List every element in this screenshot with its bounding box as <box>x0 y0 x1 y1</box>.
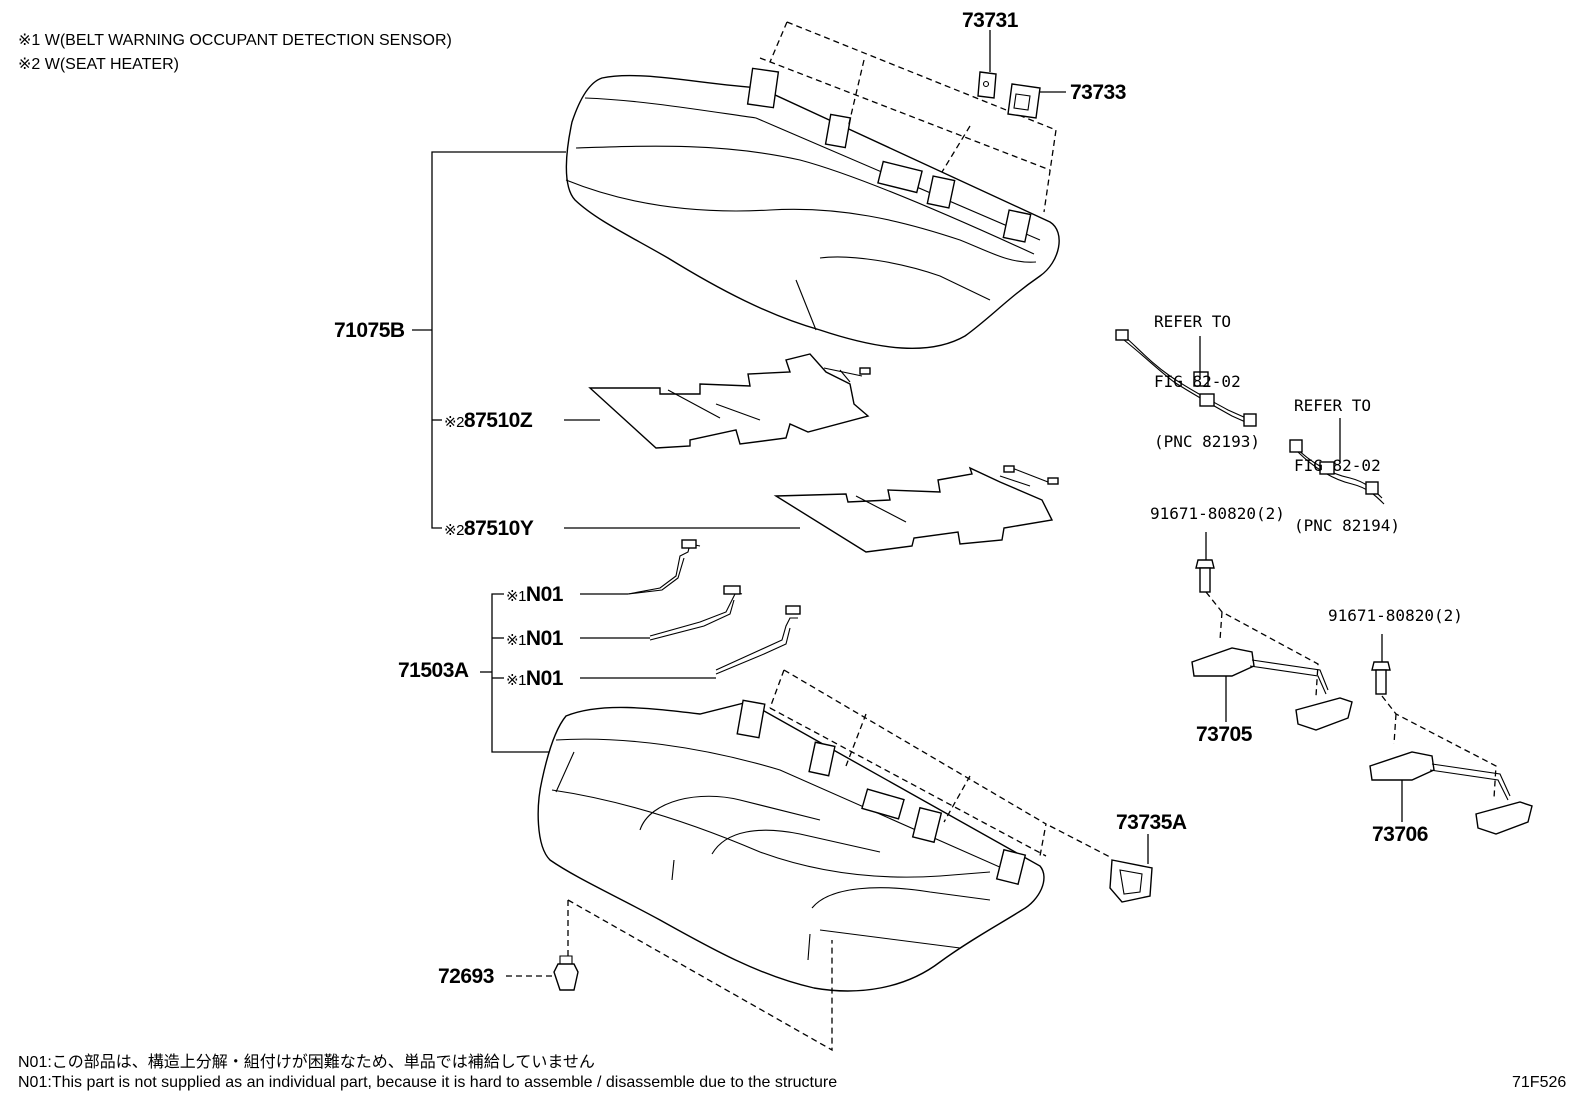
reference-line: REFER TO <box>1294 396 1372 415</box>
reference-line: (PNC 82194) <box>1294 516 1400 535</box>
seat-back-cover-icon <box>565 67 1060 349</box>
bolt-icon <box>1195 559 1215 593</box>
part-label-73733[interactable]: 73733 <box>1070 81 1126 104</box>
part-label-73705[interactable]: 73705 <box>1196 723 1252 746</box>
part-label-73706[interactable]: 73706 <box>1372 823 1428 846</box>
part-label-71075B[interactable]: 71075B <box>334 319 405 342</box>
reference-block-82193[interactable]: REFER TO FIG 82-02 (PNC 82193) <box>1154 272 1260 472</box>
reference-line: FIG 82-02 <box>1154 372 1241 391</box>
sensor-wire-icon <box>649 585 743 641</box>
part-label-91671-bolt-a[interactable]: 91671-80820(2) <box>1150 504 1285 523</box>
part-label-87510Z[interactable]: ※287510Z <box>444 409 533 432</box>
footnote-mark-2: ※2 <box>444 522 464 539</box>
footnote-mark-1: ※1 <box>506 672 526 689</box>
part-label-87510Y[interactable]: ※287510Y <box>444 517 534 540</box>
note-belt-warning-sensor: ※1 W(BELT WARNING OCCUPANT DETECTION SEN… <box>18 32 452 49</box>
clip-icon <box>553 955 579 991</box>
seat-heater-icon <box>773 465 1059 553</box>
figure-id: 71F526 <box>1512 1074 1567 1091</box>
cushion-pad-icon <box>537 699 1045 992</box>
hook-icon <box>1007 83 1041 119</box>
part-label-91671-bolt-b[interactable]: 91671-80820(2) <box>1328 606 1463 625</box>
reference-line: REFER TO <box>1154 312 1232 331</box>
reference-line: FIG 82-02 <box>1294 456 1381 475</box>
sensor-wire-icon <box>627 539 701 595</box>
wire-harness-icon <box>1115 329 1257 427</box>
clip-icon <box>977 71 997 99</box>
note-seat-heater: ※2 W(SEAT HEATER) <box>18 56 179 73</box>
bolt-icon <box>1371 661 1391 695</box>
seat-heater-icon <box>588 353 871 449</box>
hook-icon <box>1109 859 1153 903</box>
footnote-japanese: N01:この部品は、構造上分解・組付けが困難なため、単品では補給していません <box>18 1054 595 1071</box>
footnote-mark-2: ※2 <box>444 414 464 431</box>
part-label-73735A[interactable]: 73735A <box>1116 811 1187 834</box>
part-label-73731[interactable]: 73731 <box>962 9 1018 32</box>
part-label-N01-a[interactable]: ※1N01 <box>506 583 563 606</box>
footnote-mark-1: ※1 <box>506 632 526 649</box>
wire-harness-icon <box>1289 418 1385 505</box>
part-label-72693[interactable]: 72693 <box>438 965 494 988</box>
part-label-N01-b[interactable]: ※1N01 <box>506 627 563 650</box>
hook-icon <box>1369 751 1533 835</box>
part-label-71503A[interactable]: 71503A <box>398 659 469 682</box>
hook-icon <box>1191 647 1353 731</box>
reference-line: (PNC 82193) <box>1154 432 1260 451</box>
reference-block-82194[interactable]: REFER TO FIG 82-02 (PNC 82194) <box>1294 356 1400 556</box>
footnote-mark-1: ※1 <box>506 588 526 605</box>
part-label-N01-c[interactable]: ※1N01 <box>506 667 563 690</box>
sensor-wire-icon <box>715 605 801 675</box>
footnote-english: N01:This part is not supplied as an indi… <box>18 1074 838 1091</box>
